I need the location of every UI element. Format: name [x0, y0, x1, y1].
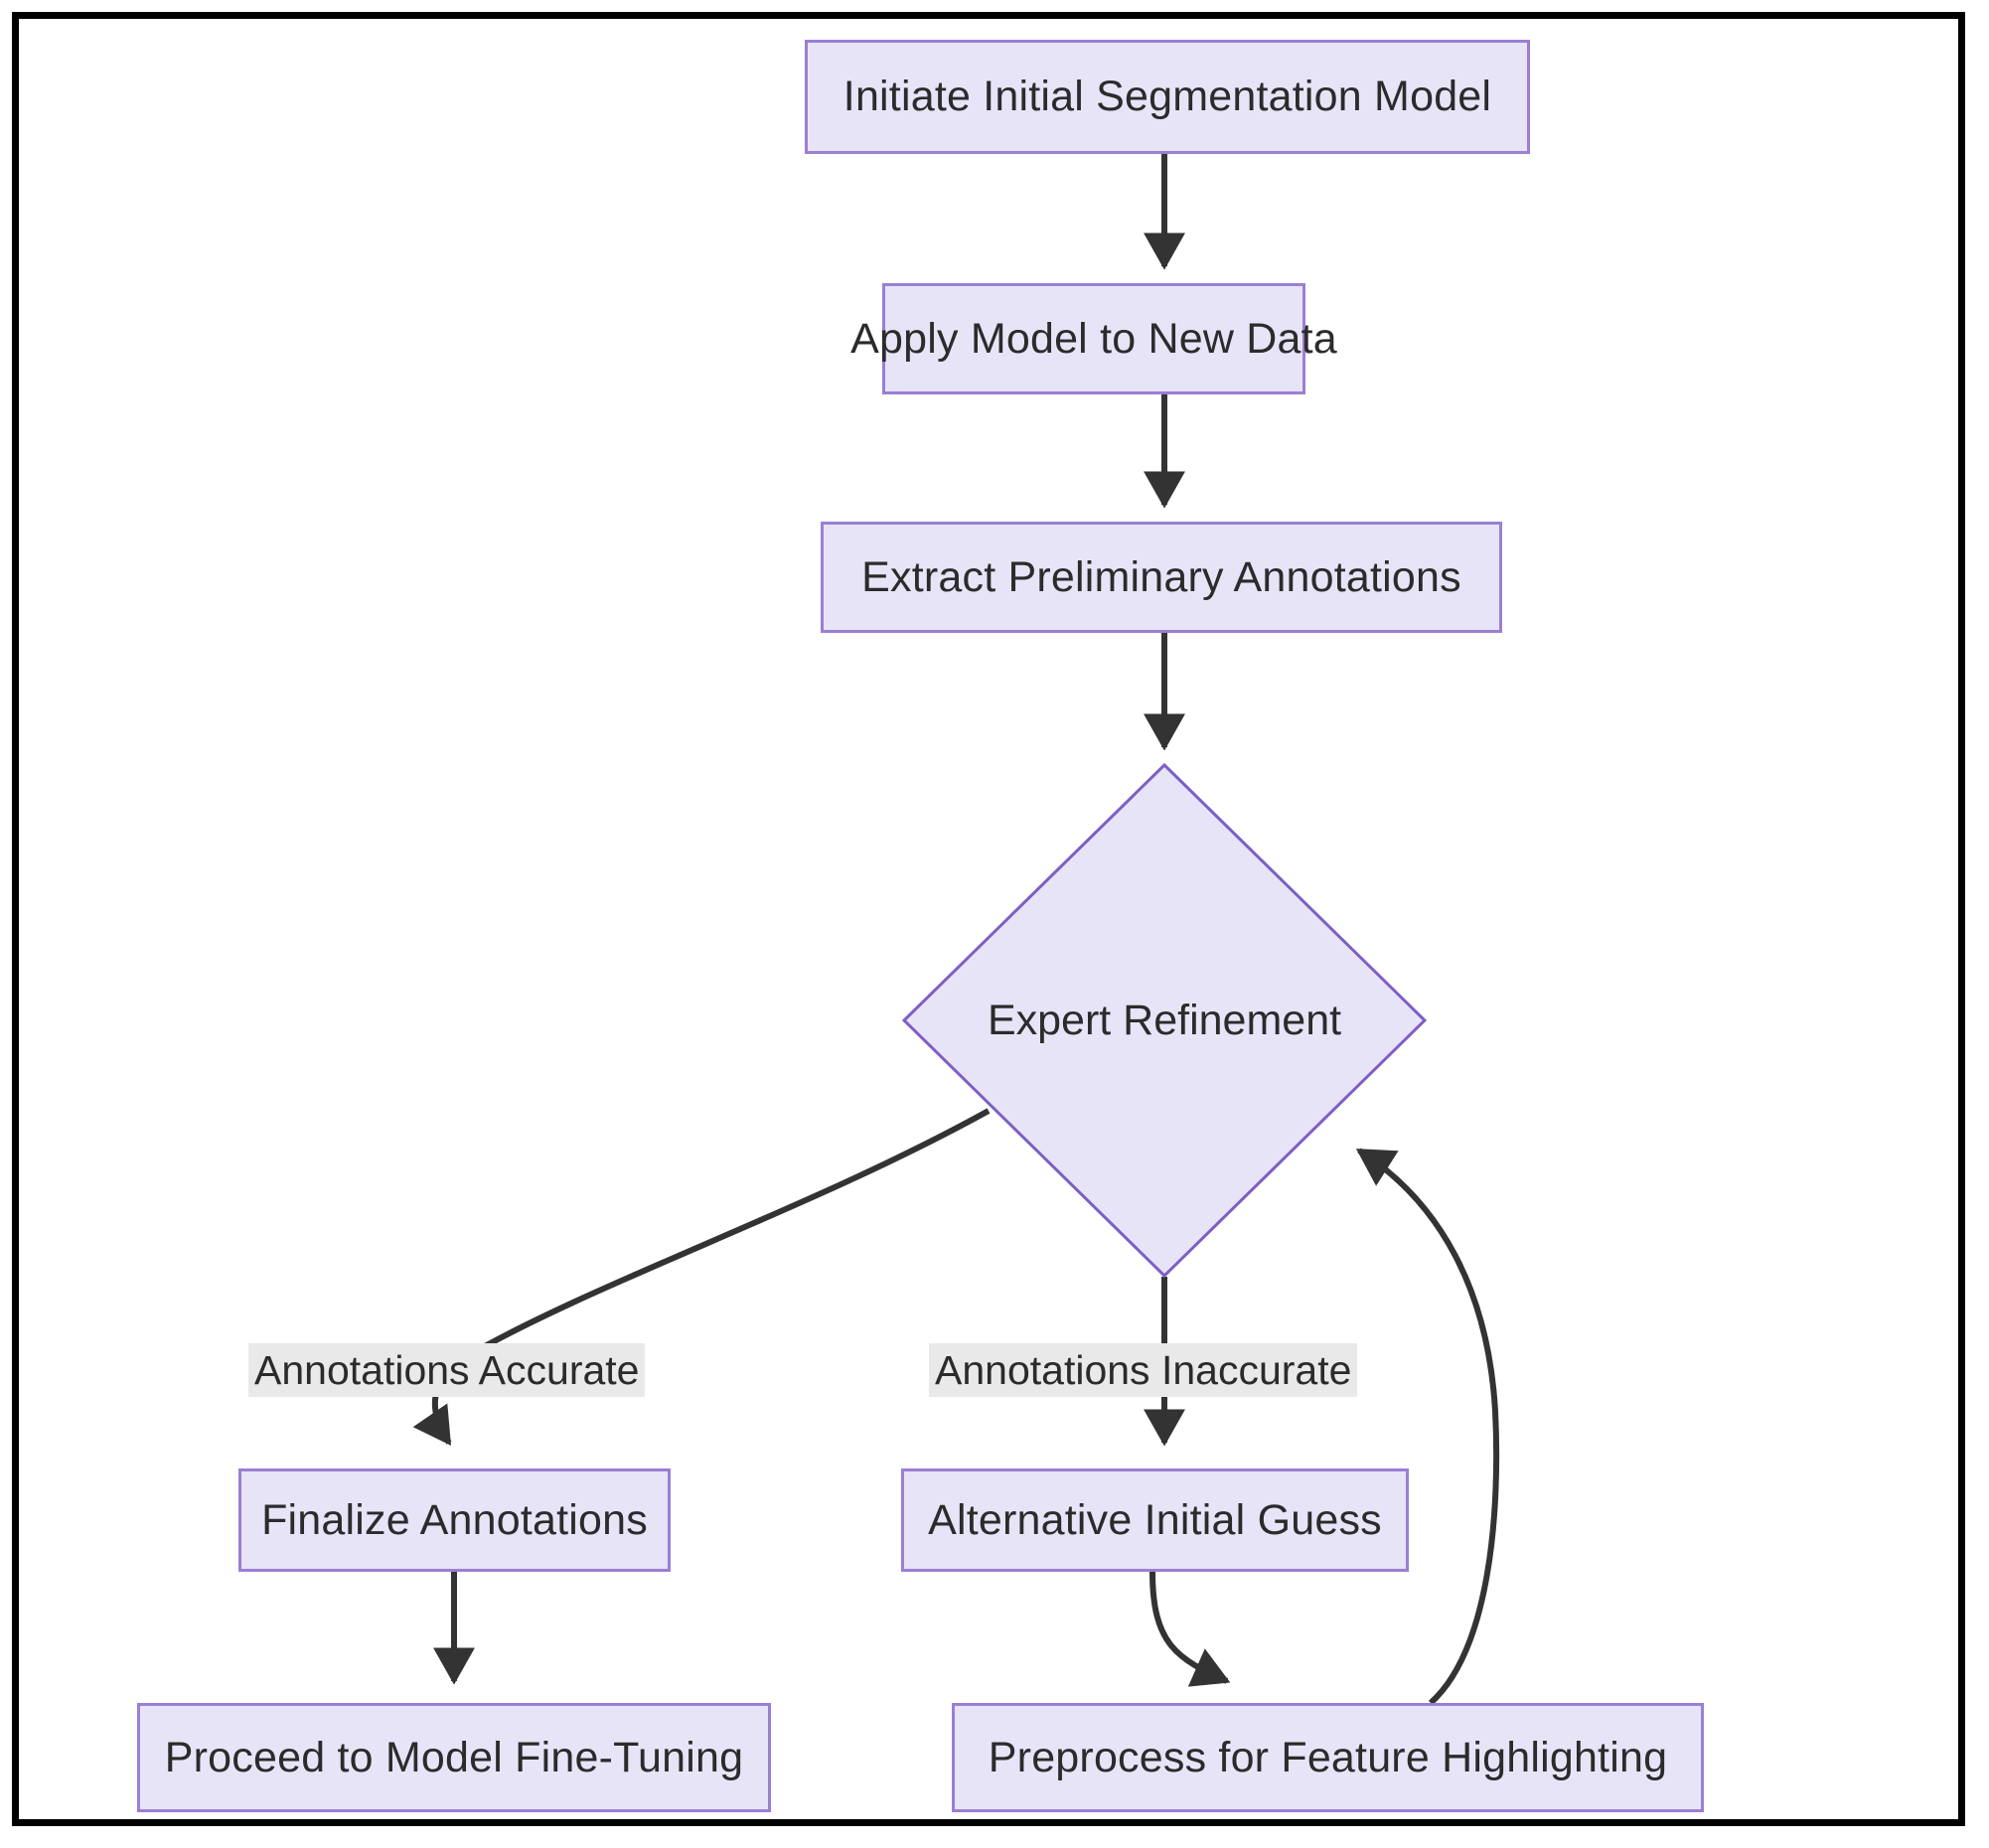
node-initiate-initial-segmentation-model[interactable]: Initiate Initial Segmentation Model — [805, 40, 1530, 154]
node-label: Alternative Initial Guess — [928, 1495, 1382, 1544]
node-label: Preprocess for Feature Highlighting — [988, 1733, 1668, 1781]
node-label: Extract Preliminary Annotations — [861, 552, 1461, 601]
diamond-shape — [902, 763, 1427, 1278]
edge-label-annotations-inaccurate: Annotations Inaccurate — [929, 1343, 1358, 1398]
node-proceed-to-model-fine-tuning[interactable]: Proceed to Model Fine-Tuning — [137, 1703, 771, 1812]
node-finalize-annotations[interactable]: Finalize Annotations — [238, 1468, 671, 1572]
node-preprocess-for-feature-highlighting[interactable]: Preprocess for Feature Highlighting — [952, 1703, 1704, 1812]
node-label: Expert Refinement — [987, 996, 1342, 1044]
edge-label-annotations-accurate: Annotations Accurate — [248, 1343, 646, 1398]
node-label: Finalize Annotations — [261, 1495, 648, 1544]
node-label: Initiate Initial Segmentation Model — [842, 73, 1492, 120]
node-label: Proceed to Model Fine-Tuning — [164, 1733, 744, 1781]
node-label: Apply Model to New Data — [850, 314, 1337, 363]
node-alternative-initial-guess[interactable]: Alternative Initial Guess — [901, 1468, 1409, 1572]
node-expert-refinement[interactable]: Expert Refinement — [902, 763, 1427, 1278]
node-apply-model-to-new-data[interactable]: Apply Model to New Data — [850, 283, 1337, 394]
node-extract-preliminary-annotations[interactable]: Extract Preliminary Annotations — [821, 522, 1502, 633]
